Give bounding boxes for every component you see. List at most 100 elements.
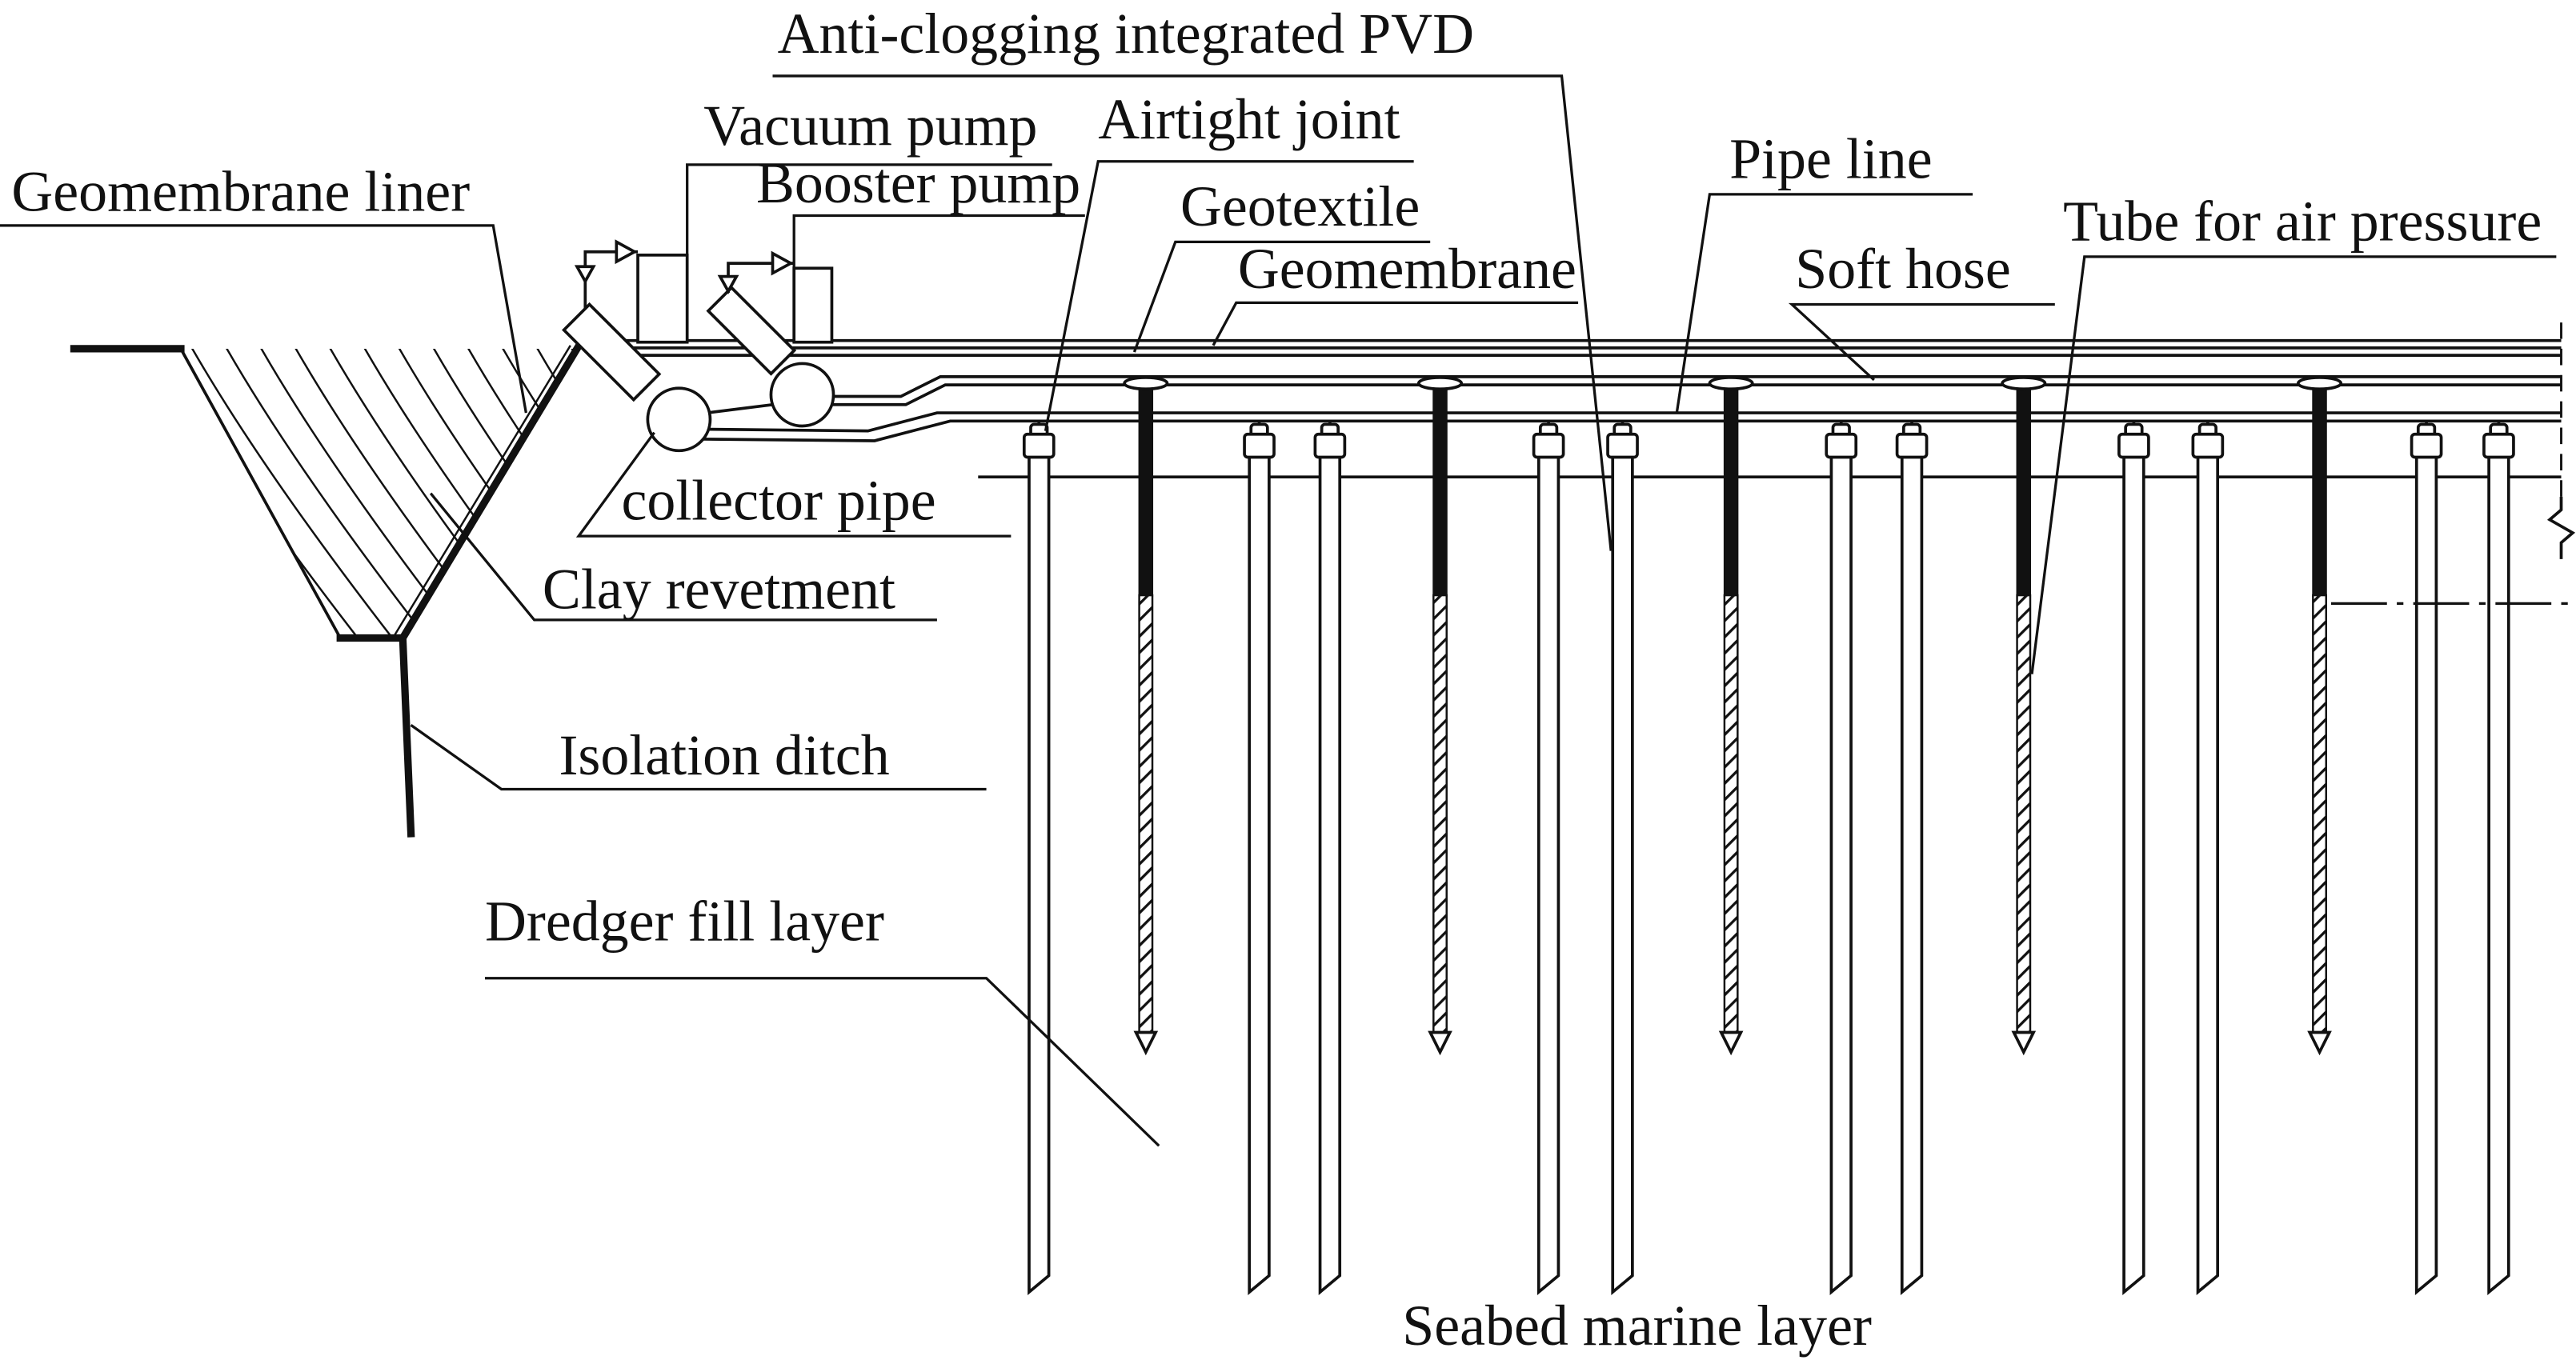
section-break-symbol	[2546, 496, 2576, 559]
pvd-drain	[2191, 421, 2225, 1296]
booster-pump-tank	[792, 266, 834, 344]
airtight-joint	[2191, 432, 2225, 459]
airtight-joint	[2482, 432, 2515, 459]
booster-pump-check-icon	[717, 274, 739, 294]
clay-revetment-leader-line	[429, 492, 937, 622]
revetment-hatch-line	[219, 348, 443, 638]
vacuum-pump-collector-pipe	[646, 386, 712, 453]
air-tube-tip	[1133, 1030, 1159, 1056]
soft-hose-label: Soft hose	[1795, 237, 2011, 301]
revetment-hatch-line	[185, 348, 409, 638]
pvd-drain-body	[2122, 457, 2145, 1296]
air-tube-tip	[1718, 1030, 1744, 1056]
airtight-joint	[1243, 432, 1276, 459]
pvd-drain	[1606, 421, 1639, 1296]
pvd-leader-line	[772, 74, 1613, 551]
airtight-joint	[1895, 432, 1929, 459]
vacuum-pump-valve-icon	[615, 239, 638, 265]
air-tube-perforated-section	[2312, 594, 2327, 1034]
air-tube-tip	[1428, 1030, 1452, 1056]
pvd-drain	[1532, 421, 1565, 1296]
booster-pump-leader-line	[792, 214, 1085, 269]
dredger-fill-leader-line	[485, 977, 1160, 1147]
pvd-drain-body	[1900, 457, 1924, 1296]
pvd-drain	[2482, 421, 2515, 1296]
pvd-drain	[2117, 421, 2150, 1296]
isolation-ditch-line	[399, 634, 415, 838]
pvd-drains	[1022, 421, 2515, 1296]
airtight-joint	[2117, 432, 2150, 459]
pipe-line-top-wall	[707, 411, 2562, 433]
air-tube-label: Tube for air pressure	[2063, 189, 2542, 253]
clay-revetment-label: Clay revetment	[543, 558, 895, 622]
collector-pipe-link	[707, 402, 773, 414]
booster-pump-collector-pipe	[769, 362, 835, 428]
soft-hose-top-wall	[830, 375, 2562, 398]
pvd-drain	[1895, 421, 1929, 1296]
pvd-drain-body	[2487, 457, 2510, 1296]
air-tube-head	[1416, 376, 1464, 391]
airtight-joint	[1022, 432, 1056, 459]
pvd-drain-body	[1829, 457, 1853, 1296]
air-tube-head	[2001, 376, 2047, 391]
clay-revetment-face	[391, 345, 571, 639]
air-tube-tip	[2307, 1030, 2332, 1056]
pvd-label: Anti-clogging integrated PVD	[778, 2, 1474, 66]
dredger-fill-layer-label: Dredger fill layer	[485, 889, 884, 953]
pipe-line-leader-line	[1675, 193, 1973, 414]
leader-lines	[0, 74, 2557, 1147]
vacuum-pump-tank	[636, 253, 689, 344]
air-tube-solid-section	[1138, 383, 1154, 598]
air-tube-solid-section	[2016, 383, 2032, 598]
vacuum-pump-discharge-line	[583, 250, 639, 310]
vacuum-pump-leader-line	[686, 163, 1052, 255]
pvd-drain	[1022, 421, 1056, 1296]
air-tube-head	[2296, 376, 2343, 391]
pvd-drain	[1313, 421, 1347, 1296]
pvd-drain-body	[1248, 457, 1271, 1296]
booster-pump	[706, 250, 835, 428]
air-pressure-tube	[2296, 376, 2343, 1056]
pvd-drain-body	[1536, 457, 1560, 1296]
airtight-joint	[1606, 432, 1639, 459]
vacuum-pump-body	[562, 302, 662, 402]
geotextile-label: Geotextile	[1180, 174, 1420, 238]
air-tube-perforated-section	[2016, 594, 2032, 1034]
vacuum-pump	[562, 239, 712, 453]
air-pressure-tubes	[1123, 376, 2343, 1056]
section-break	[2330, 322, 2576, 605]
geotextile-leader-line	[1132, 240, 1431, 353]
vacuum-pump-check-icon	[574, 265, 596, 285]
geomembrane-liner-line	[397, 335, 587, 643]
air-pressure-tube	[1708, 376, 1754, 1056]
trench-left-slope	[179, 348, 342, 639]
airtight-joint	[1313, 432, 1347, 459]
air-tube-leader-line	[2030, 255, 2557, 674]
pvd-drain-body	[1028, 457, 1051, 1296]
seabed-marine-layer-label: Seabed marine layer	[1402, 1294, 1872, 1358]
pvd-drain	[2410, 421, 2443, 1296]
pvd-drain-body	[1318, 457, 1342, 1296]
booster-pump-body	[706, 285, 797, 376]
air-tube-perforated-section	[1138, 594, 1154, 1034]
air-tube-perforated-section	[1432, 594, 1448, 1034]
air-tube-perforated-section	[1723, 594, 1739, 1034]
pvd-drain	[1243, 421, 1276, 1296]
pipe-line	[703, 402, 2562, 442]
pipe-line-bottom-wall	[703, 419, 2562, 442]
pipe-line-label: Pipe line	[1729, 126, 1933, 190]
isolation-ditch-label: Isolation ditch	[559, 723, 889, 787]
airtight-joint	[2410, 432, 2443, 459]
air-tube-solid-section	[2312, 383, 2327, 598]
geomembrane-liner-leader-line	[0, 224, 527, 414]
labels: Anti-clogging integrated PVD Vacuum pump…	[11, 2, 2542, 1358]
airtight-joint-leader-line	[1044, 160, 1414, 431]
vacuum-pump-label: Vacuum pump	[703, 94, 1037, 158]
pvd-drain-body	[2196, 457, 2220, 1296]
collector-pipe-leader-line	[575, 431, 1012, 538]
pvd-drain	[1825, 421, 1858, 1296]
air-pressure-tube	[1416, 376, 1464, 1056]
air-tube-head	[1123, 376, 1169, 391]
surface-sealing-layers	[595, 338, 2562, 358]
